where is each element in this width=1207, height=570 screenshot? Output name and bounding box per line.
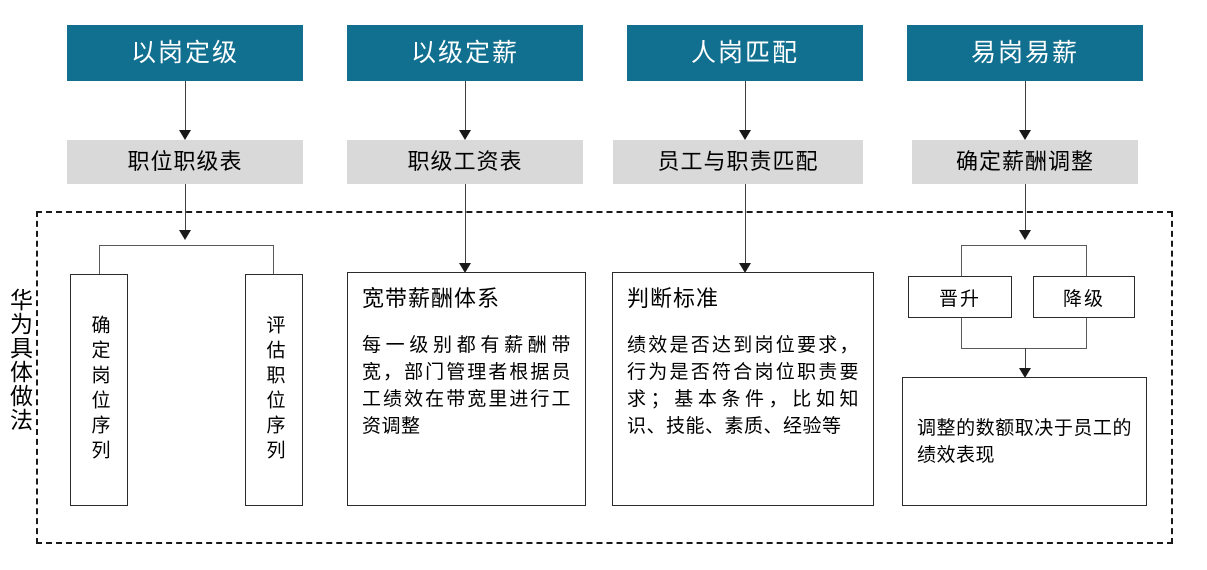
arrowhead-stage-split-1 <box>179 230 191 240</box>
split-bracket-horizontal-1 <box>99 245 273 246</box>
detail-body-4: 调整的数额取决于员工的绩效表现 <box>917 417 1132 466</box>
arrowhead-header-stage-2 <box>459 130 471 140</box>
detail-title-3: 判断标准 <box>627 286 720 311</box>
detail-box-4[interactable]: 调整的数额取决于员工的绩效表现 <box>902 377 1147 506</box>
column-header-4[interactable]: 易岗易薪 <box>907 25 1143 81</box>
branch-item-box-4b[interactable]: 降级 <box>1033 276 1135 318</box>
arrowhead-header-stage-4 <box>1019 130 1031 140</box>
connector-stage-split-1 <box>185 184 186 236</box>
connector-branch-detail-4 <box>1025 348 1026 375</box>
arrowhead-stage-branch-4 <box>1019 230 1031 240</box>
arrowhead-header-stage-3 <box>739 130 751 140</box>
connector-stage-detail-3 <box>745 184 746 269</box>
connector-header-stage-4 <box>1025 81 1026 134</box>
column-stage-1[interactable]: 职位职级表 <box>67 140 303 184</box>
branch-bracket-bottom-4 <box>961 348 1087 349</box>
arrowhead-stage-detail-2 <box>459 263 471 273</box>
branch-bracket-top-4 <box>961 245 1087 246</box>
arrowhead-header-stage-1 <box>179 130 191 140</box>
branch-item-box-4a[interactable]: 晋升 <box>908 276 1012 318</box>
arrowhead-stage-detail-3 <box>739 263 751 273</box>
column-header-2[interactable]: 以级定薪 <box>347 25 583 81</box>
connector-header-stage-1 <box>185 81 186 134</box>
detail-title-2: 宽带薪酬体系 <box>362 286 501 311</box>
detail-body-2: 每一级别都有薪酬带宽，部门管理者根据员工绩效在带宽里进行工资调整 <box>362 335 571 438</box>
connector-header-stage-3 <box>745 81 746 134</box>
column-header-1[interactable]: 以岗定级 <box>67 25 303 81</box>
huawei-practices-container <box>36 211 1173 544</box>
connector-stage-detail-2 <box>465 184 466 269</box>
detail-box-2[interactable]: 宽带薪酬体系 每一级别都有薪酬带宽，部门管理者根据员工绩效在带宽里进行工资调整 <box>347 272 586 506</box>
detail-box-3[interactable]: 判断标准 绩效是否达到岗位要求，行为是否符合岗位职责要求；基本条件，比如知识、技… <box>612 272 874 506</box>
side-caption: 华为具体做法 <box>6 288 32 432</box>
column-stage-2[interactable]: 职级工资表 <box>347 140 583 184</box>
column-stage-4[interactable]: 确定薪酬调整 <box>912 140 1138 184</box>
arrowhead-branch-detail-4 <box>1019 368 1031 378</box>
connector-stage-branch-4 <box>1025 184 1026 236</box>
connector-header-stage-2 <box>465 81 466 134</box>
detail-body-3: 绩效是否达到岗位要求，行为是否符合岗位职责要求；基本条件，比如知识、技能、素质、… <box>627 335 859 438</box>
column-header-3[interactable]: 人岗匹配 <box>627 25 863 81</box>
split-item-box-1a[interactable]: 确定岗位序列 <box>70 274 128 506</box>
split-item-box-1b[interactable]: 评估职位序列 <box>245 274 303 506</box>
column-stage-3[interactable]: 员工与职责匹配 <box>613 140 863 184</box>
split-bracket-left-drop-1 <box>99 245 100 275</box>
split-bracket-right-drop-1 <box>273 245 274 275</box>
